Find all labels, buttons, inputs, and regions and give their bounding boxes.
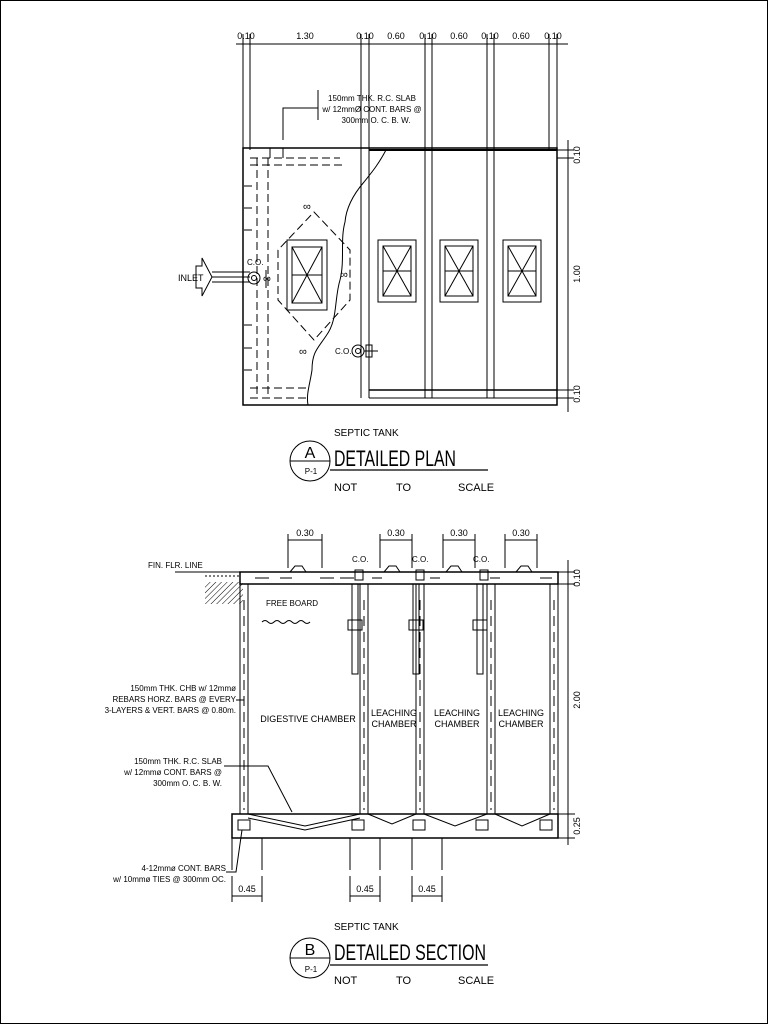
- section-bottom-dim-2: 0.45: [418, 884, 436, 894]
- section-footing-note-1: 4-12mmø CONT. BARS: [142, 864, 226, 873]
- plan-slab-leader: [282, 107, 318, 140]
- plan-dim-3: 0.60: [387, 31, 405, 41]
- section-title-sheet: P-1: [305, 965, 318, 974]
- section-top-dimensions: [287, 534, 538, 568]
- plan-manhole-3: [439, 239, 479, 303]
- section-view: 0.30 0.30 0.30 0.30 C.O. C.O. C.O. FIN. …: [105, 528, 582, 902]
- plan-cleanout-label-1: C.O.: [247, 258, 263, 267]
- plan-title-block: A P-1 SEPTIC TANK DETAILED PLAN NOT TO S…: [289, 428, 494, 494]
- plan-cleanout-label-2: C.O.: [335, 347, 351, 356]
- section-top-slab: [239, 565, 559, 585]
- section-top-dim-2: 0.30: [450, 528, 468, 538]
- section-soil-hatch: [205, 582, 243, 604]
- plan-top-dimension-line: [236, 34, 568, 150]
- section-bottom-dimensions: [231, 876, 443, 902]
- plan-tie-symbol: ∞: [263, 273, 271, 285]
- plan-tie-symbol: ∞: [303, 201, 311, 213]
- section-title-letter: B: [305, 942, 316, 959]
- plan-slab-note-3: 300mm O. C. B. W.: [342, 116, 411, 125]
- plan-right-dim-1: 1.00: [572, 265, 582, 283]
- plan-cleanout-1: [247, 270, 267, 288]
- chamber-label-digestive: DIGESTIVE CHAMBER: [260, 714, 356, 724]
- chamber-label-leaching-2: LEACHING: [434, 708, 480, 718]
- section-slab-note-1: 150mm THK. R.C. SLAB: [134, 757, 222, 766]
- section-water-line: [261, 620, 311, 624]
- plan-dim-0: 0.10: [237, 31, 255, 41]
- plan-title-subtitle: SEPTIC TANK: [334, 428, 399, 439]
- plan-slab-note-1: 150mm THK. R.C. SLAB: [328, 94, 416, 103]
- plan-interior-walls: [360, 150, 495, 398]
- plan-dim-8: 0.10: [544, 31, 562, 41]
- section-bottom-slab: [231, 813, 559, 839]
- section-right-dim-0: 0.10: [572, 569, 582, 587]
- section-walls: [239, 583, 559, 815]
- section-right-dim-1: 2.00: [572, 691, 582, 709]
- plan-inlet-label: INLET: [178, 273, 204, 283]
- section-co-label-0: C.O.: [352, 555, 368, 564]
- section-right-dimensions: [558, 560, 575, 845]
- section-slab-note-3: 300mm O. C. B. W.: [153, 779, 222, 788]
- plan-dim-2: 0.10: [356, 31, 374, 41]
- section-footing-leader: [226, 829, 243, 873]
- plan-dim-1: 1.30: [296, 31, 314, 41]
- plan-break-line: [307, 149, 387, 406]
- plan-scale-scale: SCALE: [458, 482, 494, 494]
- plan-scale-not: NOT: [334, 482, 358, 494]
- section-footings: [231, 838, 443, 870]
- plan-right-dim-2: 0.10: [572, 385, 582, 403]
- plan-dim-4: 0.10: [419, 31, 437, 41]
- section-bottom-dim-1: 0.45: [356, 884, 374, 894]
- section-slab-leader: [224, 765, 293, 813]
- section-title-block: B P-1 SEPTIC TANK DETAILED SECTION NOT T…: [289, 922, 494, 987]
- plan-tie-symbol: ∞: [340, 269, 348, 281]
- section-co-label-2: C.O.: [473, 555, 489, 564]
- section-title: DETAILED SECTION: [334, 940, 486, 965]
- section-slab-note-2: w/ 12mmø CONT. BARS @: [123, 768, 222, 777]
- section-bottom-dim-0: 0.45: [238, 884, 256, 894]
- plan-manhole-1: [286, 239, 328, 311]
- plan-dim-7: 0.60: [512, 31, 530, 41]
- section-tee-pipes: [347, 569, 489, 675]
- section-scale-to: TO: [396, 975, 412, 987]
- section-top-dim-3: 0.30: [512, 528, 530, 538]
- chamber-label-leaching-3: LEACHING: [498, 708, 544, 718]
- plan-slab-note-2: w/ 12mmØ CONT. BARS @: [321, 105, 421, 114]
- plan-title-letter: A: [305, 445, 316, 462]
- chamber-label-leaching-2b: CHAMBER: [434, 719, 480, 729]
- section-title-subtitle: SEPTIC TANK: [334, 922, 399, 933]
- plan-manhole-4: [502, 239, 542, 303]
- chamber-label-leaching-1: LEACHING: [371, 708, 417, 718]
- section-co-label-1: C.O.: [412, 555, 428, 564]
- plan-dim-5: 0.60: [450, 31, 468, 41]
- section-free-board-label: FREE BOARD: [266, 599, 318, 608]
- plan-view: 0.10 1.30 0.10 0.60 0.10 0.60 0.10 0.60 …: [178, 31, 582, 412]
- plan-rebar-marks: [244, 148, 284, 371]
- section-footing-note-2: w/ 10mmø TIES @ 300mm OC.: [112, 875, 226, 884]
- section-top-dim-0: 0.30: [296, 528, 314, 538]
- section-scale-not: NOT: [334, 975, 358, 987]
- section-chb-note-2: REBARS HORZ. BARS @ EVERY: [112, 695, 236, 704]
- plan-dim-6: 0.10: [481, 31, 499, 41]
- plan-title: DETAILED PLAN: [334, 446, 456, 471]
- section-top-dim-1: 0.30: [387, 528, 405, 538]
- plan-manhole-2: [377, 239, 417, 303]
- plan-cleanout-2: [351, 344, 378, 358]
- chamber-label-leaching-1b: CHAMBER: [371, 719, 417, 729]
- section-floor-line-label: FIN. FLR. LINE: [148, 561, 203, 570]
- plan-inlet-arrow: [195, 257, 250, 297]
- plan-tie-symbol: ∞: [299, 346, 307, 358]
- plan-scale-to: TO: [396, 482, 412, 494]
- plan-right-dimension-line: [557, 140, 574, 412]
- section-right-dim-2: 0.25: [572, 817, 582, 835]
- section-chb-note-1: 150mm THK. CHB w/ 12mmø: [130, 684, 236, 693]
- section-scale-scale: SCALE: [458, 975, 494, 987]
- section-chb-note-3: 3-LAYERS & VERT. BARS @ 0.80m.: [105, 706, 236, 715]
- chamber-label-leaching-3b: CHAMBER: [498, 719, 544, 729]
- plan-right-dim-0: 0.10: [572, 146, 582, 164]
- plan-title-sheet: P-1: [305, 467, 318, 476]
